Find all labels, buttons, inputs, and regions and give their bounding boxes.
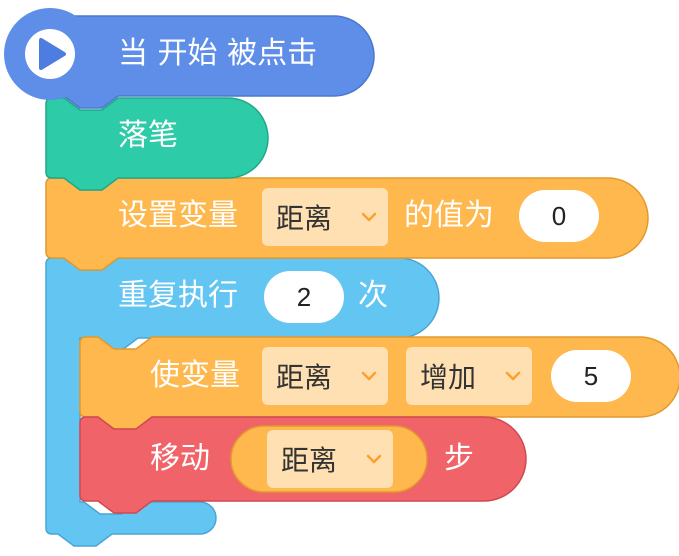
change-variable-value-input[interactable]: 5 xyxy=(551,350,631,402)
repeat-suffix: 次 xyxy=(358,278,388,313)
chevron-down-icon xyxy=(361,212,377,222)
change-variable-name: 距离 xyxy=(276,361,333,394)
set-variable-dropdown[interactable]: 距离 xyxy=(262,188,388,246)
set-variable-value-input[interactable]: 0 xyxy=(519,190,599,242)
change-variable-value: 5 xyxy=(583,360,599,391)
set-variable-middle: 的值为 xyxy=(404,198,494,233)
play-icon xyxy=(39,38,66,70)
move-variable-name: 距离 xyxy=(281,444,338,477)
chevron-down-icon xyxy=(361,371,377,381)
chevron-down-icon xyxy=(366,454,382,464)
repeat-prefix: 重复执行 xyxy=(118,278,238,313)
hat-block-label: 当 开始 被点击 xyxy=(118,36,318,71)
repeat-times-value: 2 xyxy=(296,281,312,312)
chevron-down-icon xyxy=(505,371,521,381)
change-operation-name: 增加 xyxy=(420,361,477,394)
repeat-times-input[interactable]: 2 xyxy=(264,271,344,323)
move-suffix: 步 xyxy=(444,441,474,476)
pen-down-label: 落笔 xyxy=(118,118,178,153)
set-variable-value: 0 xyxy=(551,200,567,231)
repeat-block-shape[interactable] xyxy=(45,257,440,547)
pen-down-block-shape[interactable] xyxy=(45,97,269,191)
move-prefix: 移动 xyxy=(150,441,210,476)
change-operation-dropdown[interactable]: 增加 xyxy=(406,347,532,405)
change-variable-dropdown[interactable]: 距离 xyxy=(262,347,388,405)
set-variable-prefix: 设置变量 xyxy=(118,198,238,233)
set-variable-name: 距离 xyxy=(276,202,333,235)
change-variable-prefix: 使变量 xyxy=(150,358,240,393)
move-variable-dropdown[interactable]: 距离 xyxy=(267,430,393,488)
